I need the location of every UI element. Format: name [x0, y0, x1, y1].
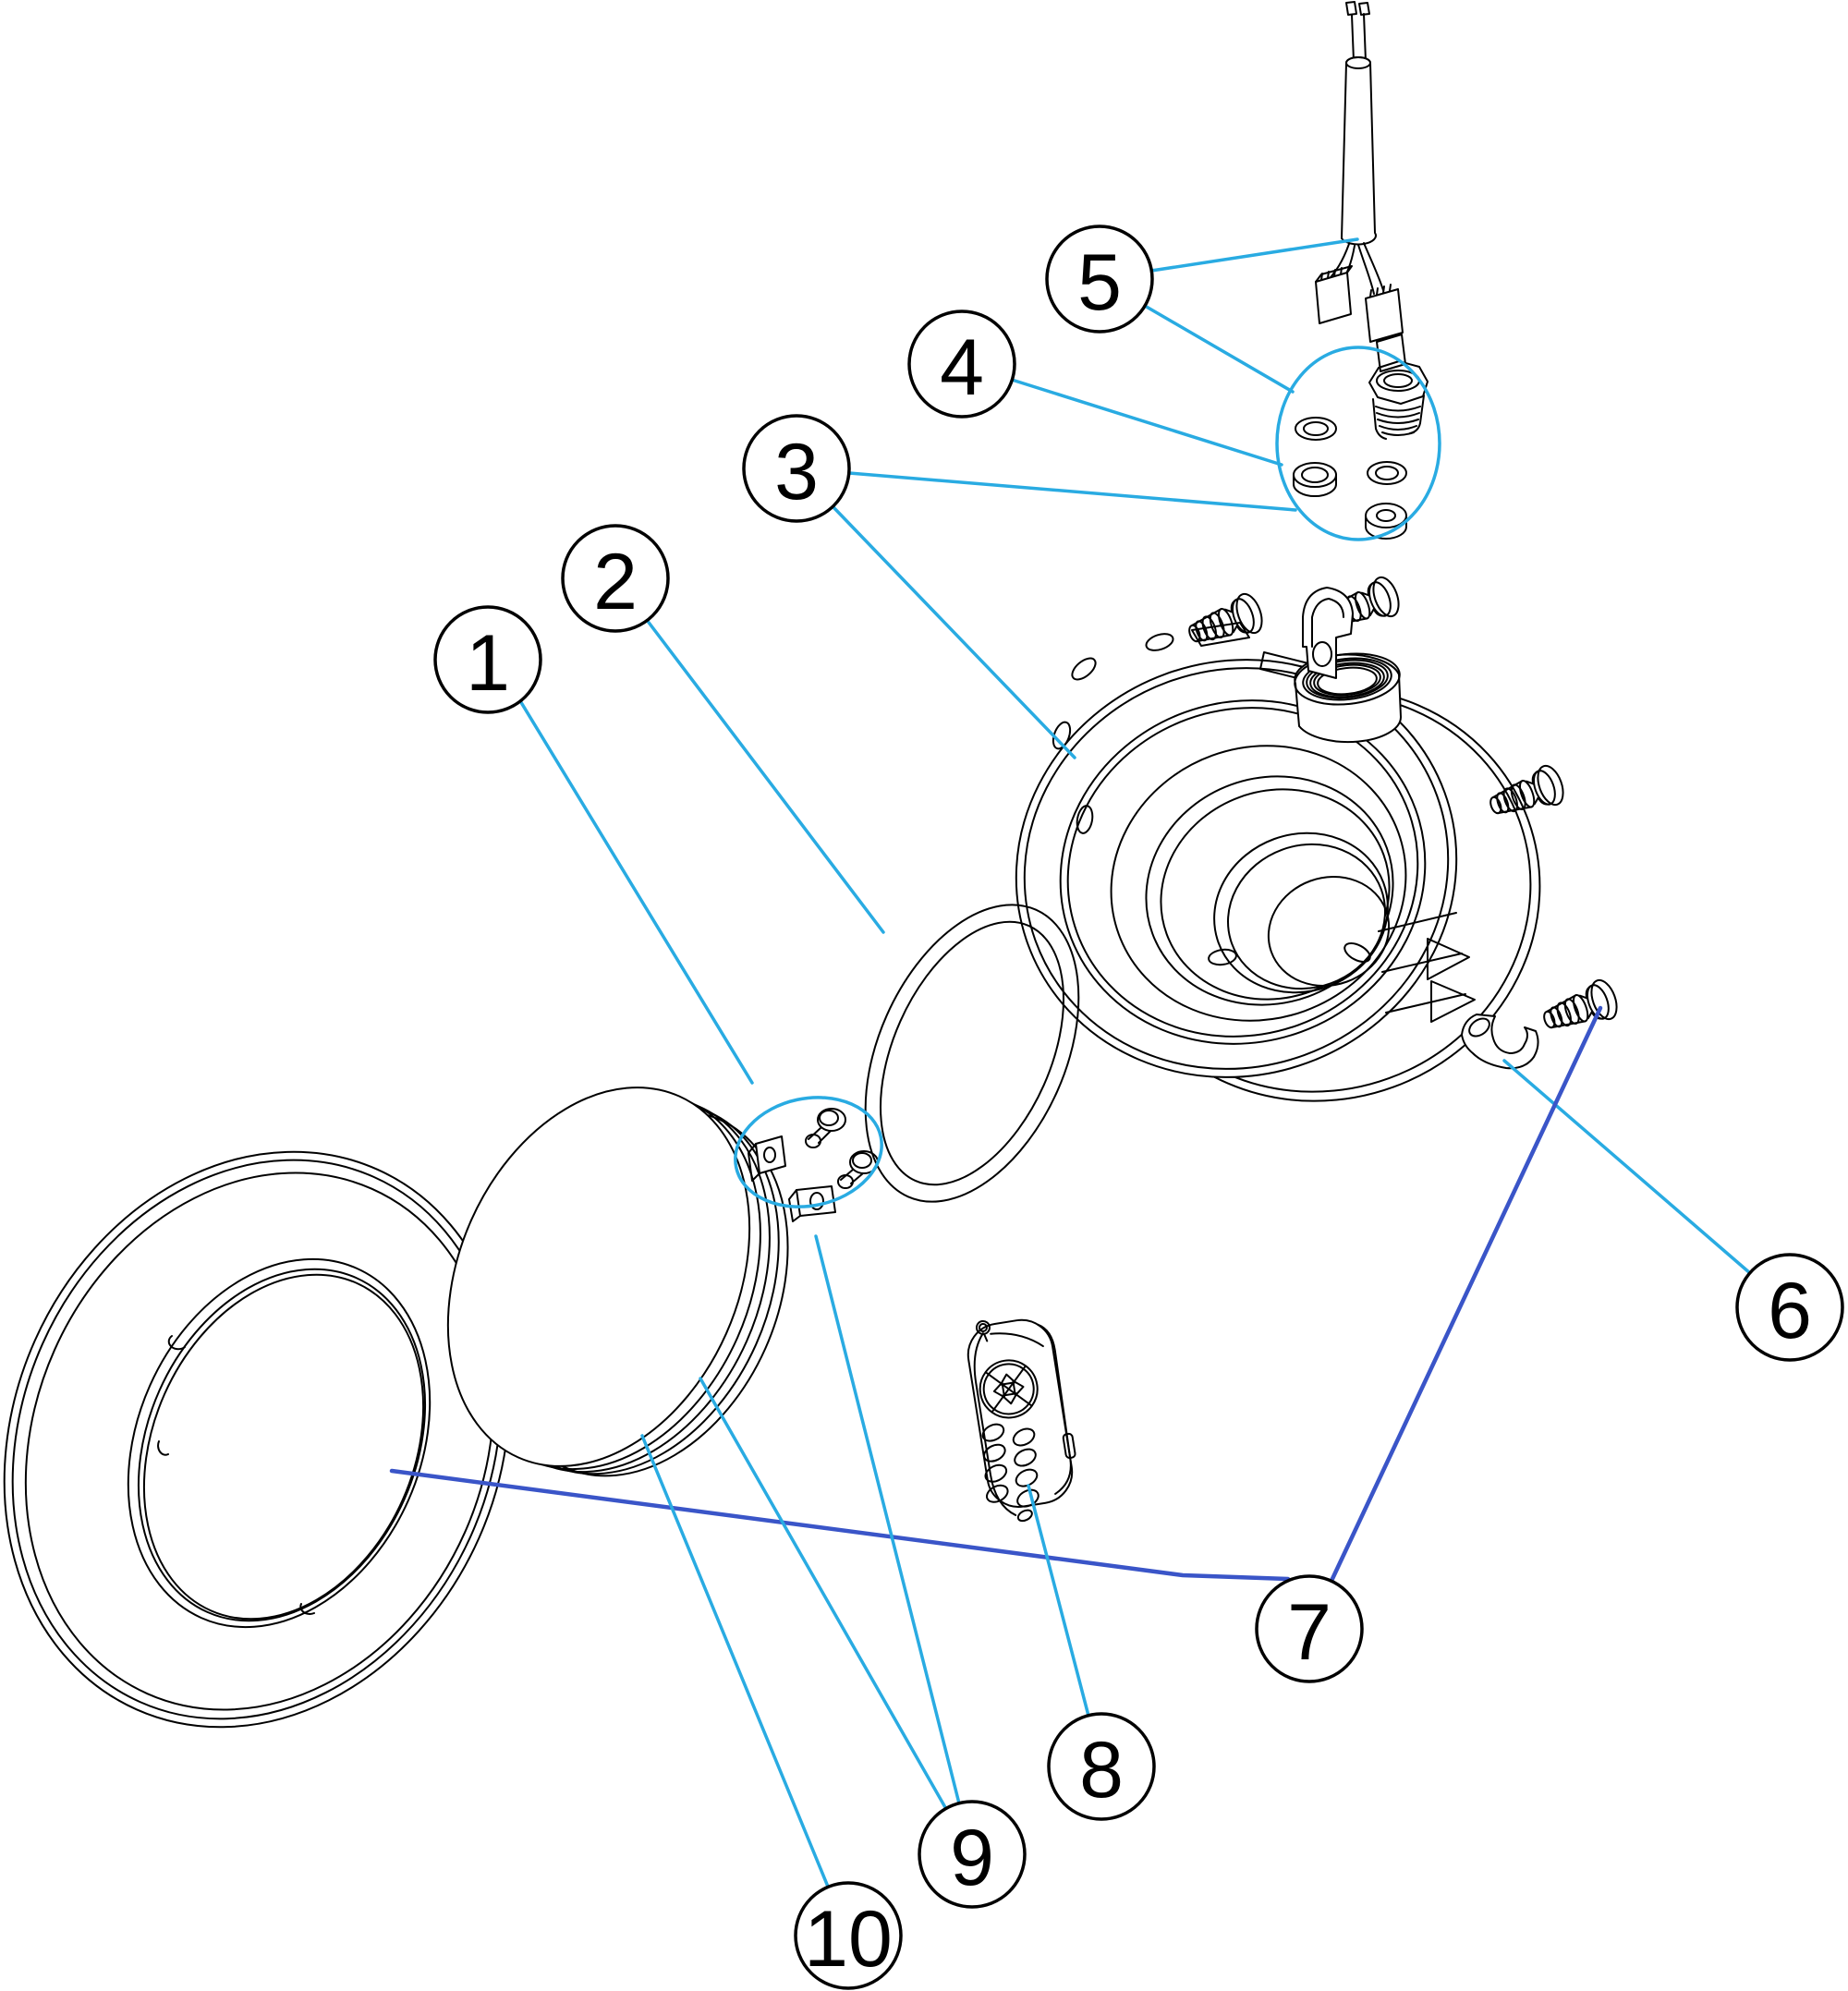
callout-number-9: 9: [950, 1814, 994, 1902]
lamp-lens: [446, 1087, 789, 1477]
fixing-screw: [1537, 976, 1623, 1041]
callout-number-5: 5: [1077, 238, 1122, 327]
remote-control: [967, 1318, 1076, 1523]
leader-line-8: [1027, 1484, 1090, 1718]
callout-circle-4: [907, 310, 1016, 419]
callout-10: 10: [794, 1881, 903, 1990]
niche-screw-top-left: [1182, 589, 1268, 655]
remote-side-clip: [1062, 1432, 1076, 1460]
leader-line-3-2: [831, 504, 1076, 759]
fixing-hardware-detail-circle: [734, 1096, 883, 1208]
callout-5: 5: [1045, 225, 1154, 334]
callout-4: 4: [907, 310, 1016, 419]
callout-number-3: 3: [774, 428, 819, 516]
callout-circle-2: [561, 524, 670, 633]
callout-2: 2: [561, 524, 670, 633]
leader-line-7-1: [1329, 1005, 1603, 1584]
leader-line-10: [640, 1434, 830, 1888]
trim-ring: [3, 1150, 511, 1729]
leader-line-7-2: [389, 1468, 1291, 1582]
callout-7: 7: [1255, 1574, 1364, 1683]
leader-line-6: [1502, 1059, 1752, 1275]
leader-line-5-2: [1143, 304, 1295, 394]
cable-hook-bracket: [1461, 1014, 1539, 1070]
gland-seal-detail-circle: [1275, 346, 1441, 541]
callout-number-4: 4: [940, 323, 984, 412]
callout-circle-6: [1735, 1253, 1844, 1362]
niche-housing: [1015, 622, 1541, 1102]
fixing-hardware-detail: [748, 1108, 879, 1222]
callout-number-2: 2: [593, 538, 638, 626]
callout-6: 6: [1735, 1253, 1844, 1362]
angle-bracket-left: [748, 1135, 786, 1182]
gasket: [864, 904, 1080, 1203]
callout-circle-9: [918, 1800, 1027, 1909]
callout-circle-10: [794, 1881, 903, 1990]
callout-circle-1: [433, 605, 542, 714]
leader-line-3-1: [847, 471, 1297, 512]
threaded-gland: [1368, 360, 1429, 440]
leader-line-5-1: [1149, 237, 1359, 273]
gland-seal-detail: [1293, 360, 1429, 540]
leader-line-4: [1010, 378, 1283, 467]
callout-circle-5: [1045, 225, 1154, 334]
power-cable: [1327, 1, 1384, 295]
callout-number-1: 1: [466, 619, 510, 708]
callout-number-8: 8: [1079, 1726, 1124, 1815]
callout-9: 9: [918, 1800, 1027, 1909]
thumb-screw-right: [837, 1150, 879, 1189]
callout-3: 3: [742, 414, 851, 523]
callout-circle-8: [1047, 1712, 1156, 1821]
clamp-bracket: [1302, 587, 1354, 679]
remote-antenna: [975, 1319, 991, 1342]
angle-bracket-bottom: [788, 1185, 836, 1222]
leader-line-1: [517, 698, 754, 1085]
callout-8: 8: [1047, 1712, 1156, 1821]
remote-dpad: [979, 1359, 1039, 1419]
callout-circle-3: [742, 414, 851, 523]
callout-overlay: 12 3 4 5 6 7 89 10: [389, 225, 1844, 1990]
callout-1: 1: [433, 605, 542, 714]
remote-buttons: [981, 1423, 1040, 1523]
callout-circle-7: [1255, 1574, 1364, 1683]
callout-number-10: 10: [804, 1895, 893, 1984]
callout-number-7: 7: [1287, 1588, 1331, 1677]
leader-line-9-1: [699, 1377, 948, 1811]
leader-line-2: [645, 618, 885, 934]
thumb-screw-top: [805, 1108, 846, 1148]
flat-washers: [1293, 417, 1407, 540]
leader-line-9-2: [814, 1234, 961, 1805]
callout-number-6: 6: [1768, 1267, 1812, 1355]
